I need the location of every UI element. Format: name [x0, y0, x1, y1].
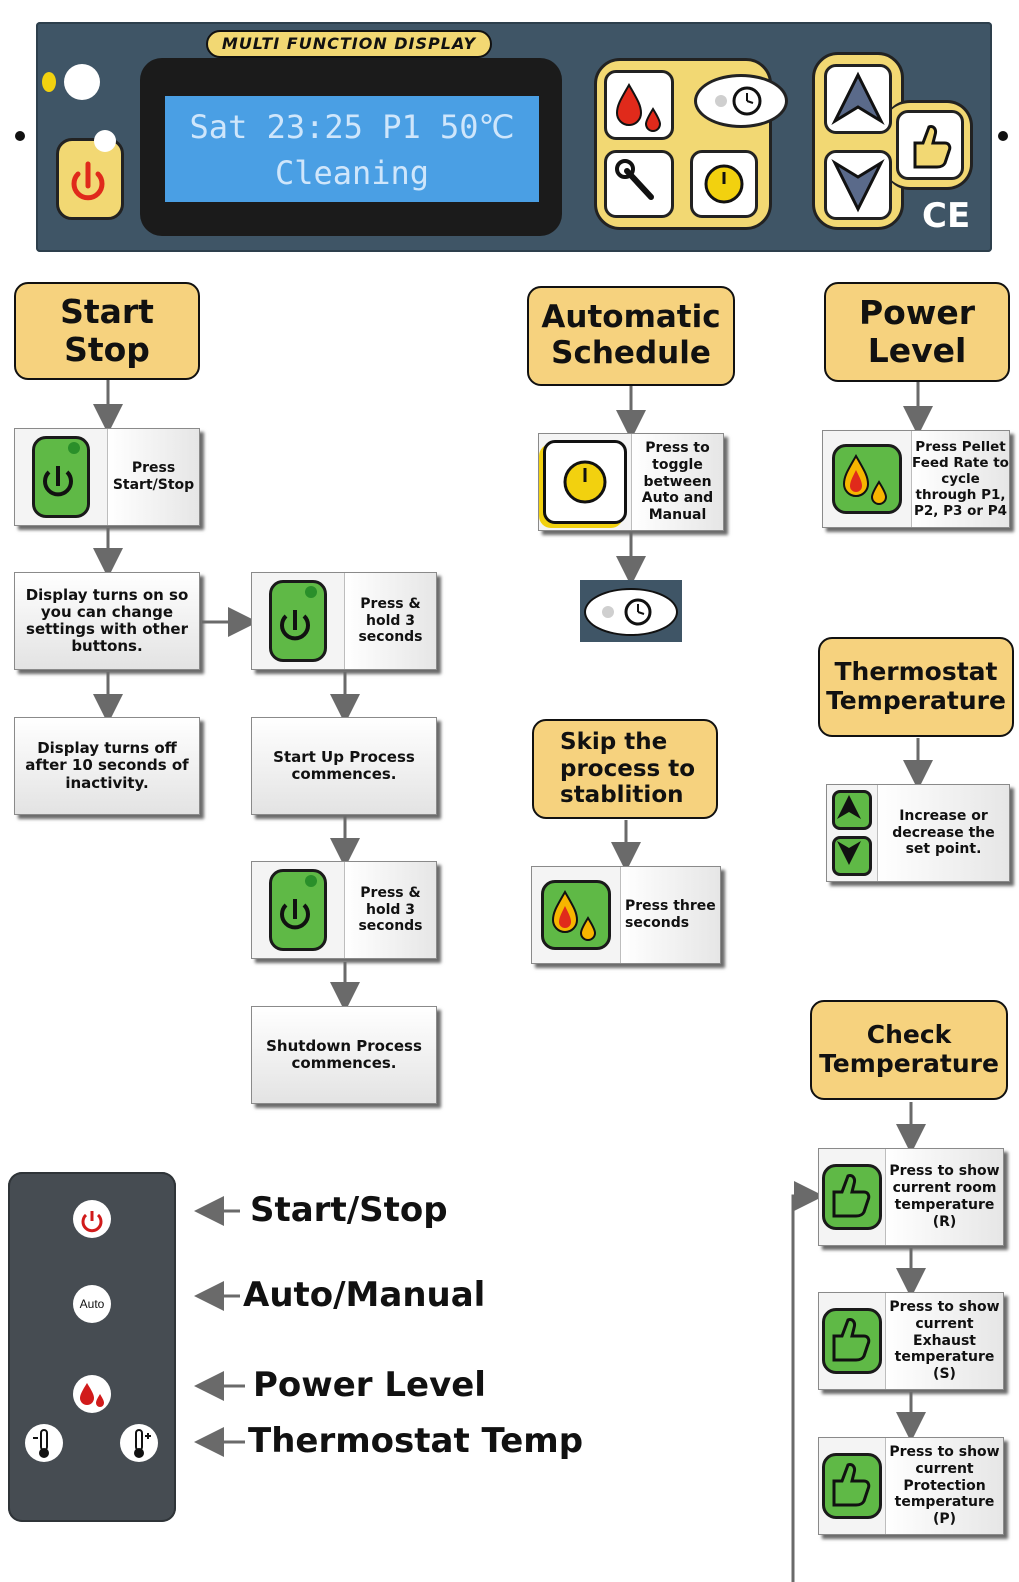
card-icon [823, 431, 912, 527]
exhaust-temp-card: Press to show current Exhaust temperatur… [818, 1292, 1004, 1390]
hold-card-2: Press & hold 3 seconds [251, 861, 437, 959]
remote-label-power-level: Power Level [253, 1365, 486, 1405]
power-button-green-icon [269, 580, 327, 662]
remote-label-thermostat-temp: Thermostat Temp [248, 1421, 584, 1461]
remote-label-auto-manual: Auto/Manual [243, 1275, 486, 1315]
thumbs-up-green-icon [822, 1308, 882, 1374]
panel-clock-button[interactable] [690, 150, 758, 218]
power-button-green-icon [269, 869, 327, 951]
alarm-clock-icon [715, 86, 762, 116]
check-temperature-header: Check Temperature [810, 1000, 1008, 1100]
remote-temp-down-button[interactable] [25, 1424, 63, 1462]
panel-timer-indicator [694, 74, 788, 128]
panel-up-button[interactable] [824, 64, 892, 134]
thumbs-up-green-icon [822, 1453, 882, 1519]
automatic-schedule-header: Automatic Schedule [527, 286, 735, 386]
lcd-screen: Sat 23:25 P1 50℃ Cleaning [165, 96, 539, 202]
power-level-card: Press Pellet Feed Rate to cycle through … [822, 430, 1010, 528]
display-off-box: Display turns off after 10 seconds of in… [14, 717, 200, 815]
skip-press-card: Press three seconds [531, 866, 721, 964]
mount-hole-left [15, 131, 25, 141]
card-icon [252, 862, 345, 958]
clock-icon [704, 164, 744, 204]
thermostat-header: Thermostat Temperature [818, 637, 1014, 737]
power-level-header: Power Level [824, 282, 1010, 382]
flame-button-green-icon [541, 880, 611, 950]
remote-auto-button[interactable]: Auto [73, 1285, 111, 1323]
skip-header: Skip the process to stablition [532, 719, 718, 819]
flame-button-green-icon [832, 444, 902, 514]
card-text: Press Pellet Feed Rate to cycle through … [912, 431, 1009, 527]
panel-wrench-button[interactable] [604, 150, 674, 218]
thumbs-up-icon [913, 125, 952, 169]
remote-temp-up-button[interactable] [120, 1424, 158, 1462]
card-icon [539, 434, 632, 530]
card-text: Press to show current room temperature (… [886, 1149, 1003, 1245]
wrench-icon [615, 159, 654, 200]
power-icon [81, 1211, 103, 1233]
lcd-line-1: Sat 23:25 P1 50℃ [189, 108, 515, 146]
mount-hole-right [998, 131, 1008, 141]
card-text: Press & hold 3 seconds [345, 862, 436, 958]
panel-power-button[interactable] [56, 130, 124, 220]
timer-indicator-panel [580, 580, 682, 642]
card-text: Increase or decrease the set point. [878, 785, 1009, 881]
card-icon [819, 1149, 886, 1245]
thumbs-up-green-icon [822, 1164, 882, 1230]
alarm-clock-icon [602, 598, 652, 626]
hold-card-1: Press & hold 3 seconds [251, 572, 437, 670]
card-text: Press to show current Exhaust temperatur… [886, 1293, 1003, 1389]
panel-flame-button[interactable] [604, 70, 674, 140]
room-temp-card: Press to show current room temperature (… [818, 1148, 1004, 1246]
arrow-down-icon [831, 159, 885, 213]
card-icon [819, 1293, 886, 1389]
panel-thumb-button[interactable] [896, 110, 964, 180]
panel-down-button[interactable] [824, 150, 892, 220]
card-icon [819, 1438, 886, 1534]
start-stop-press-card: Press Start/Stop [14, 428, 200, 526]
indicator-light [42, 62, 116, 102]
remote-label-start-stop: Start/Stop [250, 1190, 448, 1230]
arrow-down-green-icon [832, 836, 872, 876]
flame-drops-icon [80, 1383, 104, 1407]
thermometer-minus-icon [33, 1429, 49, 1458]
clock-button-icon [543, 440, 627, 524]
arrow-up-green-icon [832, 790, 872, 830]
shutdown-box: Shutdown Process commences. [251, 1006, 437, 1104]
power-icon [71, 161, 105, 201]
card-text: Press & hold 3 seconds [345, 573, 436, 669]
thermostat-card: Increase or decrease the set point. [826, 784, 1010, 882]
lcd-line-2: Cleaning [274, 154, 430, 192]
card-text: Press Start/Stop [108, 429, 199, 525]
display-on-box: Display turns on so you can change setti… [14, 572, 200, 670]
schedule-toggle-card: Press to toggle between Auto and Manual [538, 433, 724, 531]
card-text: Press three seconds [621, 867, 720, 963]
arrow-up-icon [831, 71, 885, 125]
card-text: Press to toggle between Auto and Manual [632, 434, 723, 530]
thermometer-plus-icon [134, 1429, 151, 1458]
start-stop-header: Start Stop [14, 282, 200, 380]
card-icon [15, 429, 108, 525]
card-text: Press to show current Protection tempera… [886, 1438, 1003, 1534]
flame-drops-icon [615, 82, 662, 132]
power-button-green-icon [32, 436, 90, 518]
card-icon [532, 867, 621, 963]
remote-power-level-button[interactable] [73, 1375, 111, 1413]
startup-box: Start Up Process commences. [251, 717, 437, 815]
card-icon [252, 573, 345, 669]
protection-temp-card: Press to show current Protection tempera… [818, 1437, 1004, 1535]
ce-mark: CE [922, 196, 971, 236]
card-icon [827, 785, 878, 881]
panel-title: MULTI FUNCTION DISPLAY [206, 30, 492, 58]
remote-power-button[interactable] [73, 1200, 111, 1238]
